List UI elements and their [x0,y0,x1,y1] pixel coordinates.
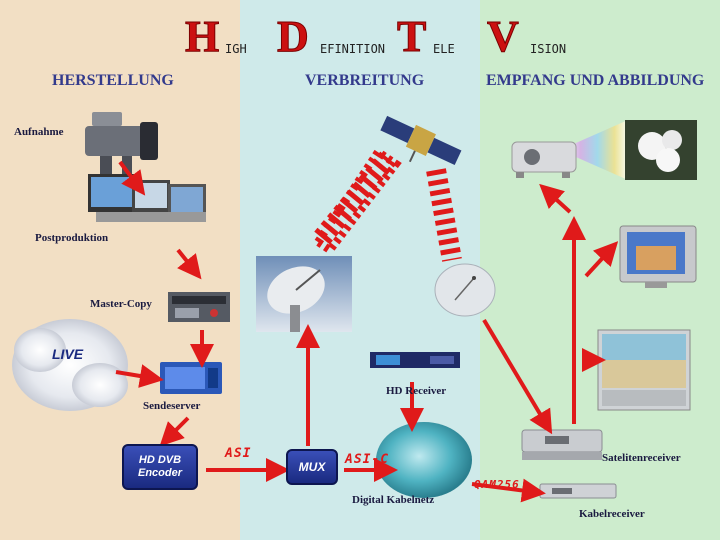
downlink-beam [436,170,452,260]
label-aufnahme: Aufnahme [14,126,64,138]
projector-icon [512,120,628,180]
editing-monitors-icon [88,174,206,222]
send-server-icon [160,362,222,394]
label-sendeserver: Sendeserver [143,400,200,412]
hd-dvb-encoder: HD DVB Encoder [122,444,198,490]
arrow-dish-to-satreceiver [484,320,546,424]
label-satelitenreceiver: Satelitenreceiver [602,452,681,464]
mux-box: MUX [286,449,338,485]
cable-network-icon [376,422,472,498]
arrow-post-to-master [178,250,194,270]
mux-label: MUX [299,460,326,474]
label-postproduktion: Postproduktion [35,232,108,244]
label-digital-kabelnetz: Digital Kabelnetz [352,494,434,506]
satellite-receiver-device-icon [522,430,602,460]
arrow-to-projector [548,192,570,212]
live-cloud-icon [12,319,128,411]
arrow-to-tv [586,250,610,276]
tape-recorder-icon [168,292,230,322]
flower-screen-photo [625,120,697,180]
label-qam256: QAM256 [474,478,520,491]
arrow-server-to-encoder [168,418,188,438]
label-live: LIVE [52,346,83,362]
encoder-line2: Encoder [138,467,182,480]
cable-receiver-device-icon [540,484,616,498]
uplink-beam [318,152,396,250]
hd-receiver-device-icon [370,352,460,368]
label-asi: ASI [225,446,251,461]
receiving-dish-icon [435,264,495,316]
label-kabelreceiver: Kabelreceiver [579,508,645,520]
projection-tv-icon [598,330,690,410]
encoder-line1: HD DVB [139,454,181,467]
label-master-copy: Master-Copy [90,298,152,310]
label-hd-receiver: HD Receiver [386,385,446,397]
uplink-dish-photo [256,256,352,332]
camera-icon [85,112,158,178]
tv-icon [620,226,696,288]
label-asi-c: ASI-C [345,452,389,467]
